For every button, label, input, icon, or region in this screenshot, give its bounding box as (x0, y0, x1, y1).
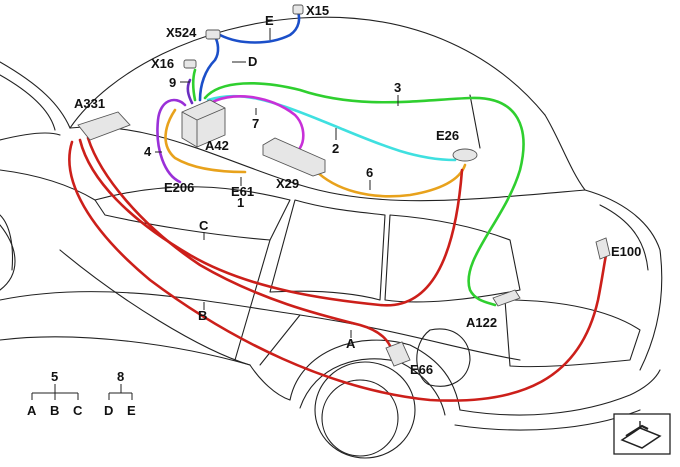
label-e61: E61 (231, 184, 254, 199)
wire-x16 (191, 68, 197, 102)
module-a331 (77, 111, 131, 141)
legend-group-5: 5 A B C (27, 369, 83, 418)
view-orientation-icon[interactable] (613, 413, 671, 455)
module-x16 (183, 59, 197, 69)
module-a122 (492, 289, 521, 307)
module-x29 (262, 137, 326, 177)
label-a122: A122 (466, 315, 497, 330)
label-wire-a: A (346, 336, 356, 351)
label-wire-1: 1 (237, 195, 244, 210)
label-wire-4: 4 (144, 144, 152, 159)
wire-b (68, 140, 608, 402)
label-x524: X524 (166, 25, 197, 40)
legend: 5 A B C 8 D E (27, 369, 136, 418)
label-wire-c: C (199, 218, 209, 233)
wire-6 (313, 163, 467, 198)
module-e66 (385, 341, 411, 367)
module-a42 (181, 99, 226, 148)
label-x16: X16 (151, 56, 174, 71)
component-labels: X15 X524 X16 A331 A42 E26 X29 E206 E61 E… (74, 3, 641, 377)
label-wire-d: D (248, 54, 257, 69)
label-wire-2: 2 (332, 141, 339, 156)
wire-4 (156, 98, 187, 184)
wire-9 (186, 78, 194, 105)
label-wire-3: 3 (394, 80, 401, 95)
label-wire-b: B (198, 308, 207, 323)
label-e66: E66 (410, 362, 433, 377)
legend-child-c: C (73, 403, 83, 418)
wire-1 (164, 108, 247, 174)
label-wire-7: 7 (252, 116, 259, 131)
car-outline (0, 16, 663, 459)
label-wire-6: 6 (366, 165, 373, 180)
label-x29: X29 (276, 176, 299, 191)
components (77, 4, 611, 367)
module-x524 (205, 29, 221, 40)
module-e26 (452, 148, 478, 162)
wire-c (78, 138, 464, 307)
wire-e (218, 10, 301, 44)
wire-7 (205, 94, 305, 150)
legend-child-d: D (104, 403, 113, 418)
wire-d (198, 35, 220, 102)
label-e100: E100 (611, 244, 641, 259)
module-x15 (292, 4, 304, 15)
wire-3 (203, 82, 525, 307)
legend-root-8: 8 (117, 369, 124, 384)
label-e26: E26 (436, 128, 459, 143)
label-x15: X15 (306, 3, 329, 18)
legend-child-b: B (50, 403, 59, 418)
legend-root-5: 5 (51, 369, 58, 384)
label-a42: A42 (205, 138, 229, 153)
module-e100 (595, 237, 611, 260)
legend-child-e: E (127, 403, 136, 418)
wire-a (86, 136, 394, 352)
wire-labels: E D 9 4 7 2 3 6 1 C B A (144, 13, 401, 351)
label-wire-e: E (265, 13, 274, 28)
label-wire-9: 9 (169, 75, 176, 90)
label-a331: A331 (74, 96, 105, 111)
leader-lines (155, 28, 399, 338)
label-e206: E206 (164, 180, 194, 195)
legend-group-8: 8 D E (104, 369, 136, 418)
legend-child-a: A (27, 403, 37, 418)
wire-harness (68, 10, 608, 402)
